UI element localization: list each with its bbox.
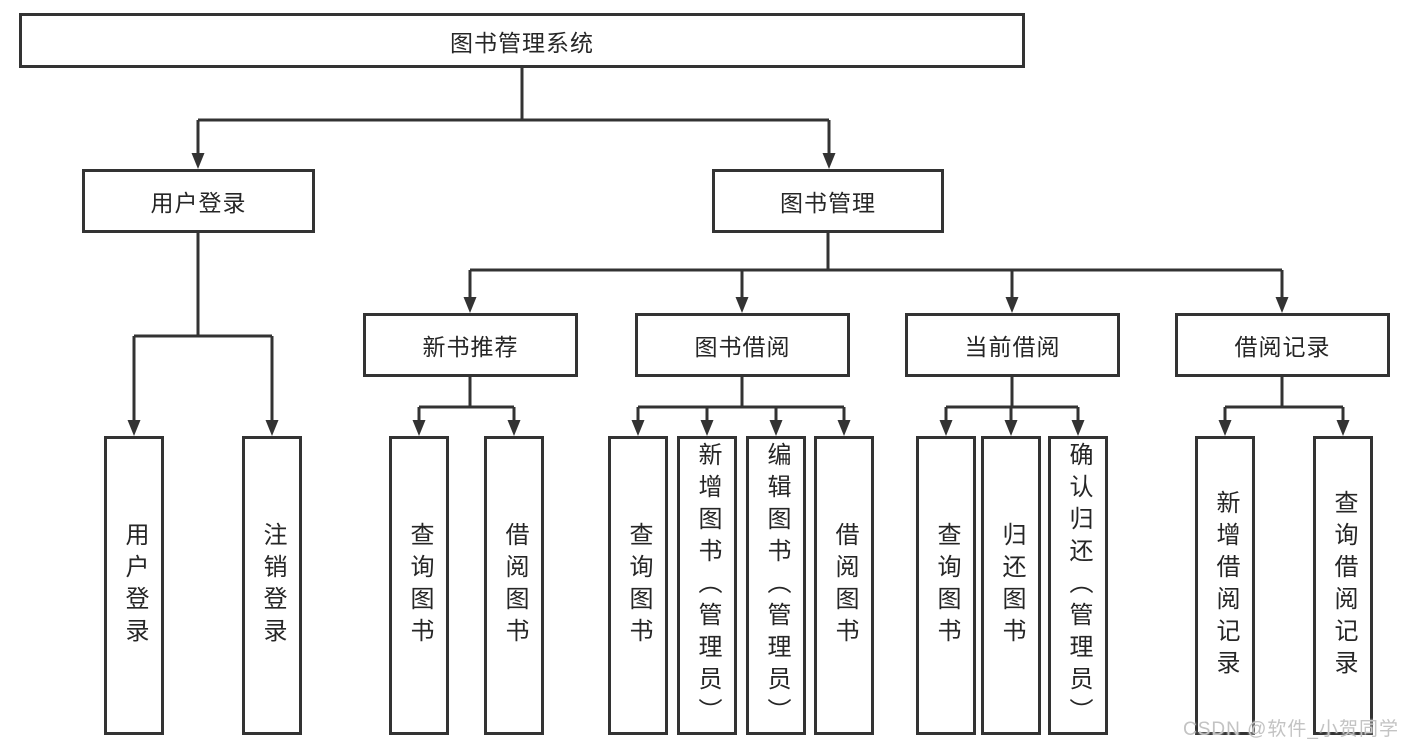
arrow-down-icon <box>265 420 279 436</box>
leaf-label: 新增借阅记录 <box>1212 489 1239 682</box>
arrow-down-icon <box>1071 420 1085 436</box>
arrow-down-icon <box>1336 420 1350 436</box>
node-system-root: 图书管理系统 <box>19 13 1025 68</box>
node-current-borrowing: 当前借阅 <box>905 313 1120 377</box>
arrow-down-icon <box>1275 297 1289 313</box>
arrow-down-icon <box>191 153 205 169</box>
leaf-return-book: 归还图书 <box>981 436 1041 735</box>
arrow-down-icon <box>1004 420 1018 436</box>
leaf-query-books-recommend: 查询图书 <box>389 436 449 735</box>
arrow-down-icon <box>1005 297 1019 313</box>
leaf-label: 归还图书 <box>998 521 1025 650</box>
arrow-down-icon <box>127 420 141 436</box>
leaf-label: 编辑图书（管理员） <box>763 441 790 730</box>
arrow-down-icon <box>769 420 783 436</box>
leaf-borrow-books-recommend: 借阅图书 <box>484 436 544 735</box>
leaf-label: 注销登录 <box>259 521 286 650</box>
leaf-label: 用户登录 <box>121 521 148 650</box>
leaf-add-book-admin: 新增图书（管理员） <box>677 436 737 735</box>
node-borrowing-records: 借阅记录 <box>1175 313 1390 377</box>
leaf-query-borrow-record: 查询借阅记录 <box>1313 436 1373 735</box>
leaf-label: 查询图书 <box>625 521 652 650</box>
node-user-login: 用户登录 <box>82 169 315 233</box>
leaf-add-borrow-record: 新增借阅记录 <box>1195 436 1255 735</box>
leaf-query-books-borrow: 查询图书 <box>608 436 668 735</box>
arrow-down-icon <box>507 420 521 436</box>
leaf-edit-book-admin: 编辑图书（管理员） <box>746 436 806 735</box>
arrow-down-icon <box>837 420 851 436</box>
arrow-down-icon <box>700 420 714 436</box>
leaf-label: 确认归还（管理员） <box>1065 441 1092 730</box>
node-new-book-recommend: 新书推荐 <box>363 313 578 377</box>
arrow-down-icon <box>735 297 749 313</box>
arrow-down-icon <box>463 297 477 313</box>
connector-lines <box>132 68 1345 422</box>
leaf-query-books-current: 查询图书 <box>916 436 976 735</box>
leaf-confirm-return-admin: 确认归还（管理员） <box>1048 436 1108 735</box>
arrow-down-icon <box>822 153 836 169</box>
arrow-down-icon <box>1218 420 1232 436</box>
leaf-label: 借阅图书 <box>831 521 858 650</box>
leaf-label: 查询借阅记录 <box>1330 489 1357 682</box>
leaf-label: 查询图书 <box>406 521 433 650</box>
leaf-label: 查询图书 <box>933 521 960 650</box>
arrow-down-icon <box>412 420 426 436</box>
leaf-label: 借阅图书 <box>501 521 528 650</box>
node-book-management: 图书管理 <box>712 169 944 233</box>
node-book-borrowing: 图书借阅 <box>635 313 850 377</box>
leaf-label: 新增图书（管理员） <box>694 441 721 730</box>
leaf-borrow-books: 借阅图书 <box>814 436 874 735</box>
watermark: CSDN @软件_小贺同学 <box>1183 719 1399 740</box>
leaf-logout: 注销登录 <box>242 436 302 735</box>
arrow-down-icon <box>939 420 953 436</box>
arrow-down-icon <box>631 420 645 436</box>
leaf-user-login: 用户登录 <box>104 436 164 735</box>
